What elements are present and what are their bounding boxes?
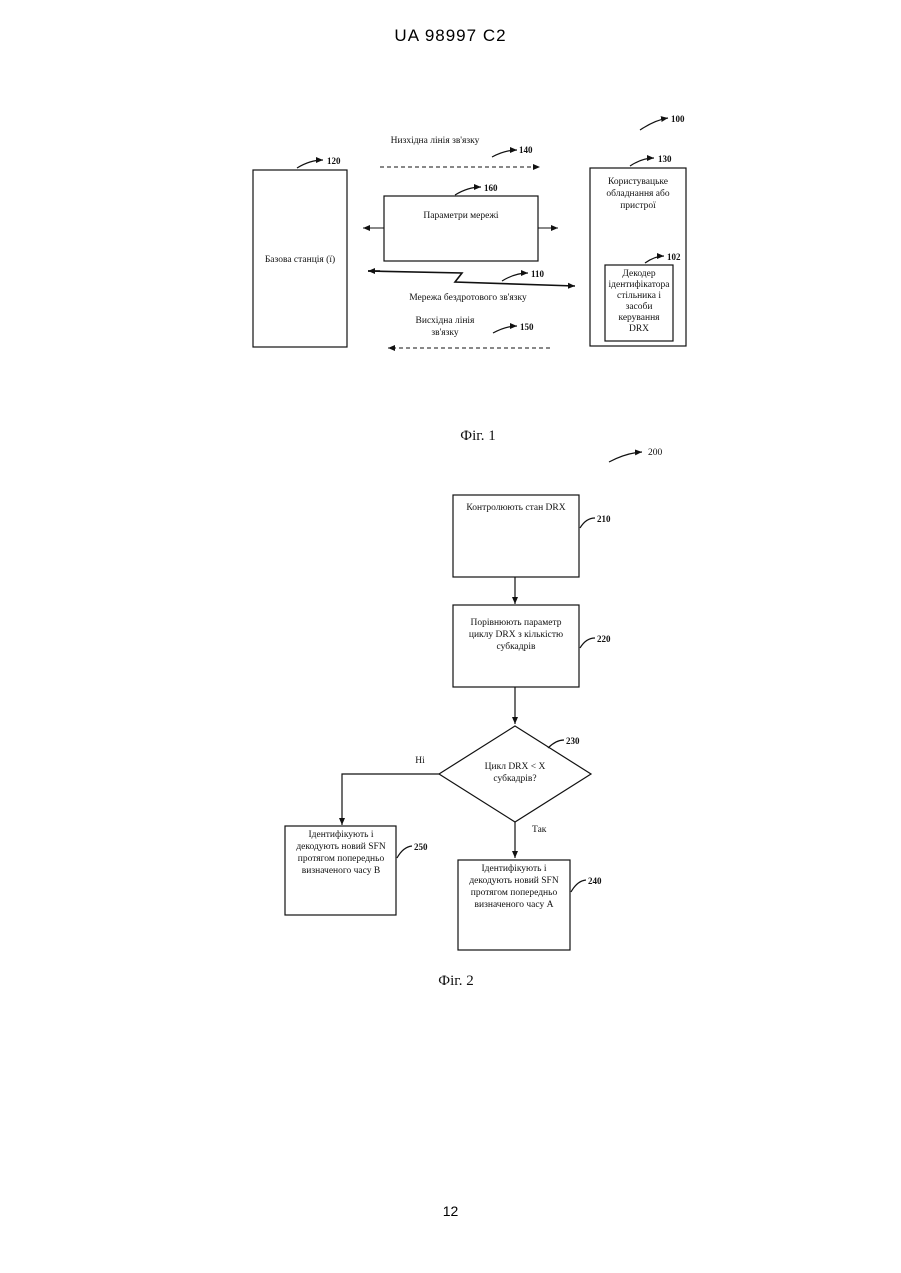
ref-220-leader: [580, 638, 595, 648]
user-equipment-label-1: Користувацьке: [608, 177, 668, 187]
ref-110-leader: [502, 273, 528, 281]
ref-200: 200: [648, 448, 663, 458]
step-230-text-2: субкадрів?: [493, 773, 536, 784]
arrow-230-250: [342, 774, 439, 825]
step-220-text-2: циклу DRX з кількістю: [469, 630, 563, 640]
step-240-text-2: декодують новий SFN: [469, 875, 559, 886]
network-params-box: [384, 196, 538, 261]
fig2-caption: Фіг. 2: [438, 973, 473, 989]
wireless-network-label: Мережа бездротового зв'язку: [409, 292, 527, 303]
ref-140-leader: [492, 150, 517, 157]
ref-200-leader: [609, 452, 642, 462]
ref-250-leader: [397, 846, 412, 858]
step-230-text-1: Цикл DRX < X: [485, 762, 546, 772]
decoder-label-2: ідентифікатора: [609, 279, 671, 290]
fig1-diagram: 100 Низхідна лінія зв'язку 140 Базова ст…: [253, 114, 686, 444]
ref-102: 102: [667, 252, 681, 262]
ref-120: 120: [327, 156, 341, 166]
ref-240: 240: [588, 876, 602, 886]
step-250-text-1: Ідентифікують і: [308, 829, 373, 840]
ref-120-leader: [297, 160, 323, 168]
uplink-label-2: зв'язку: [431, 328, 459, 338]
ref-230-leader: [548, 740, 564, 748]
ref-230: 230: [566, 736, 580, 746]
branch-yes-label: Так: [532, 825, 547, 835]
ref-210: 210: [597, 514, 611, 524]
user-equipment-label-2: обладнання або: [606, 188, 669, 199]
ref-240-leader: [571, 880, 586, 892]
ref-100: 100: [671, 114, 685, 124]
step-250-text-3: протягом попередньо: [298, 854, 385, 864]
ref-110: 110: [531, 269, 545, 279]
ref-140: 140: [519, 145, 533, 155]
ref-150: 150: [520, 322, 534, 332]
network-params-label: Параметри мережі: [423, 211, 499, 221]
fig1-caption: Фіг. 1: [460, 428, 495, 444]
step-250-text-4: визначеного часу B: [302, 866, 380, 876]
ref-160: 160: [484, 183, 498, 193]
fig2-flowchart: 200 Контролюють стан DRX 210 Порівнюють …: [285, 448, 663, 989]
ref-100-leader: [640, 118, 668, 130]
step-240-text-4: визначеного часу A: [475, 900, 554, 910]
ref-130-leader: [630, 158, 654, 166]
decoder-label-6: DRX: [629, 324, 649, 334]
ref-130: 130: [658, 154, 672, 164]
step-250-text-2: декодують новий SFN: [296, 841, 386, 852]
uplink-label-1: Висхідна лінія: [416, 316, 476, 326]
downlink-label: Низхідна лінія зв'язку: [391, 136, 480, 146]
step-240-text-1: Ідентифікують і: [481, 863, 546, 874]
branch-no-label: Ні: [415, 756, 425, 766]
decoder-label-3: стільника і: [617, 291, 661, 301]
page-number: 12: [0, 1203, 901, 1219]
decoder-label-4: засоби: [626, 301, 653, 312]
ref-160-leader: [455, 187, 481, 195]
step-240-text-3: протягом попередньо: [471, 888, 558, 898]
base-station-label: Базова станція (ї): [265, 254, 335, 265]
step-220-text-1: Порівнюють параметр: [470, 618, 561, 628]
ref-250: 250: [414, 842, 428, 852]
step-210-text: Контролюють стан DRX: [466, 503, 565, 513]
ref-150-leader: [493, 326, 517, 333]
user-equipment-label-3: пристрої: [620, 201, 656, 211]
ref-210-leader: [580, 518, 595, 528]
decoder-label-5: керування: [618, 313, 660, 323]
ref-220: 220: [597, 634, 611, 644]
decoder-label-1: Декодер: [622, 269, 655, 279]
step-220-text-3: субкадрів: [497, 641, 536, 652]
